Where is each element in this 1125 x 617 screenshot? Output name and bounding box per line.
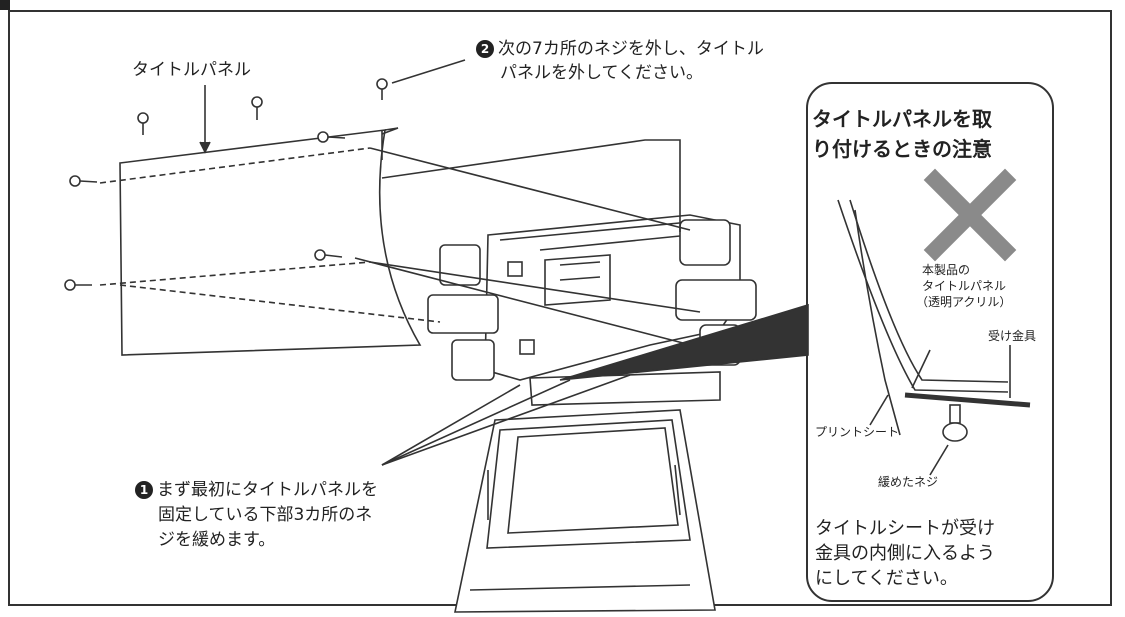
screw-left-1 (137, 112, 149, 135)
screw-side-3 (314, 249, 343, 261)
callout-title-line2: り付けるときの注意 (812, 137, 992, 161)
guide-line-top (381, 139, 681, 232)
screw-side-1 (69, 175, 98, 187)
part-bracket-label: 受け金具 (988, 329, 1037, 343)
section-header-marker (0, 0, 10, 10)
cross-icon (923, 168, 1017, 262)
caution-callout (806, 82, 1054, 602)
step1-line2: 固定している下部3カ所のネ (158, 505, 373, 525)
part-panel-line2: タイトルパネル (922, 279, 1007, 293)
step2-badge: 2 (476, 40, 494, 58)
alignment-lines (99, 147, 711, 351)
part-print-sheet-label: プリントシート (815, 425, 900, 439)
step2-line2: パネルを外してください。 (500, 63, 703, 83)
step1-arrows (381, 374, 631, 466)
zoom-wedge (559, 303, 809, 381)
step2-pointer (391, 59, 466, 84)
title-panel-shape (119, 127, 422, 356)
bracket-line (904, 392, 1031, 408)
step1-line1: まず最初にタイトルパネルを (157, 480, 378, 500)
callout-note: タイトルシートが受け 金具の内側に入るよう にしてください。 (815, 516, 995, 591)
screw-top-center (376, 78, 388, 100)
screw-side-4 (64, 279, 92, 291)
print-sheet-line (854, 209, 901, 436)
callout-note-line1: タイトルシートが受け (815, 518, 995, 539)
loose-screw-shape (942, 422, 968, 442)
callout-title-line1: タイトルパネルを取 (812, 107, 992, 131)
screw-side-2 (317, 131, 346, 143)
part-loose-screw-label: 緩めたネジ (878, 475, 939, 489)
callout-note-line2: 金具の内側に入るよう (815, 543, 995, 564)
screw-left-2 (251, 96, 263, 120)
title-panel-label: タイトルパネル (132, 60, 251, 80)
callout-detail (837, 168, 1031, 476)
cabinet-lower (454, 371, 721, 613)
part-panel-line3: （透明アクリル） (916, 295, 1012, 309)
step1-badge: 1 (135, 481, 153, 499)
callout-title: タイトルパネルを取 り付けるときの注意 (812, 104, 1052, 164)
step2-line1: 次の7カ所のネジを外し、タイトル (498, 39, 764, 59)
callout-note-line3: にしてください。 (815, 568, 958, 589)
step1-line3: ジを緩めます。 (158, 530, 276, 550)
part-panel-line1: 本製品の (922, 263, 971, 277)
